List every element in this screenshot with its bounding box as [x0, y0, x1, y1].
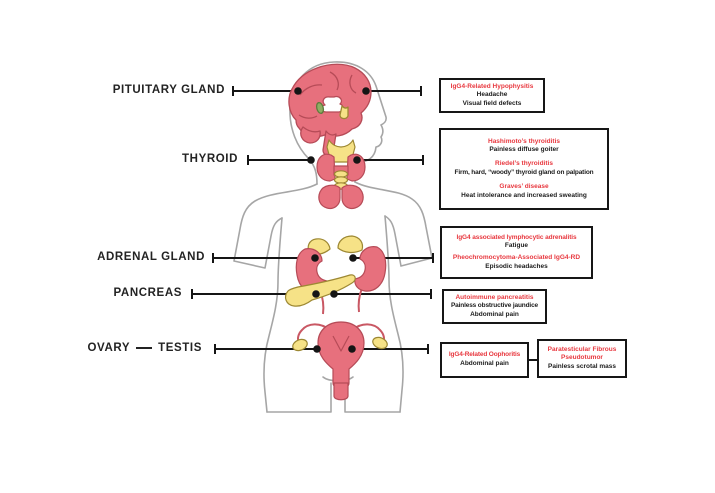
- thyroid-illustration: [316, 139, 366, 210]
- symptom-line: Abdominal pain: [470, 310, 519, 318]
- label-thyroid: THYROID: [182, 153, 238, 165]
- label-pituitary-gland: PITUITARY GLAND: [112, 84, 225, 96]
- condition-title: IgG4 associated lymphocytic adrenalitis: [456, 233, 577, 241]
- condition-entry: Hashimoto’s thyroiditis Painless diffuse…: [488, 138, 560, 155]
- infobox-thyroid: Hashimoto’s thyroiditis Painless diffuse…: [439, 128, 609, 210]
- infobox-adrenal: IgG4 associated lymphocytic adrenalitis …: [440, 226, 593, 279]
- connector-dots: [294, 87, 370, 353]
- condition-title: IgG4-Related Oophoritis: [448, 351, 521, 359]
- infobox-testis: Paratesticular Fibrous Pseudotumor Painl…: [537, 339, 627, 378]
- symptom-line: Heat intolerance and increased sweating: [461, 191, 587, 199]
- symptom-line: Painless scrotal mass: [548, 362, 616, 370]
- ovary-testis-dash: [136, 347, 153, 349]
- condition-title: Riedel’s thyroiditis: [495, 160, 553, 168]
- pituitary-gland-shape: [339, 105, 349, 120]
- condition-entry: IgG4 associated lymphocytic adrenalitis …: [456, 234, 576, 251]
- infobox-ovary: IgG4-Related Oophoritis Abdominal pain: [440, 342, 529, 378]
- left-ovary: [292, 338, 308, 352]
- condition-entry: IgG4-Related Oophoritis Abdominal pain: [449, 351, 520, 368]
- condition-title: Hashimoto’s thyroiditis: [488, 137, 560, 145]
- symptom-line: Fatigue: [504, 242, 529, 250]
- label-ovary: OVARY: [87, 342, 131, 354]
- condition-entry: Autoimmune pancreatitis Painless obstruc…: [451, 294, 538, 320]
- label-pancreas: PANCREAS: [113, 287, 182, 299]
- condition-title: Paratesticular Fibrous Pseudotumor: [547, 345, 617, 362]
- pancreas-illustration: [284, 274, 356, 307]
- label-adrenal-gland: ADRENAL GLAND: [97, 251, 205, 263]
- symptom-line: Episodic headaches: [485, 262, 548, 270]
- label-ovary-testis: OVARY TESTIS: [30, 342, 202, 354]
- condition-title: Pheochromocytoma-Associated IgG4-RD: [452, 254, 581, 262]
- condition-title: IgG4-Related Hypophysitis: [450, 82, 534, 90]
- symptom-line: Abdominal pain: [460, 360, 509, 367]
- body-outline: [233, 61, 433, 413]
- kidneys-adrenals-illustration: [284, 235, 387, 315]
- condition-entry: Pheochromocytoma-Associated IgG4-RD Epis…: [453, 254, 580, 271]
- symptom-line: Visual field defects: [462, 99, 522, 107]
- infobox-pancreas: Autoimmune pancreatitis Painless obstruc…: [442, 289, 547, 324]
- condition-title: Autoimmune pancreatitis: [455, 293, 534, 301]
- pituitary-green-structure: [315, 101, 325, 115]
- right-ovary: [372, 336, 388, 350]
- condition-entry: IgG4-Related Hypophysitis Headache Visua…: [451, 83, 534, 109]
- symptom-line: Painless obstructive jaundice: [450, 302, 539, 310]
- condition-entry: Riedel’s thyroiditis Firm, hard, “woody”…: [455, 160, 594, 177]
- condition-entry: Paratesticular Fibrous Pseudotumor Painl…: [542, 346, 622, 372]
- reproductive-organs-illustration: [292, 321, 388, 401]
- condition-entry: Graves’ disease Heat intolerance and inc…: [461, 183, 587, 200]
- infobox-pituitary: IgG4-Related Hypophysitis Headache Visua…: [439, 78, 545, 113]
- brain-illustration: [288, 63, 372, 157]
- symptom-line: Firm, hard, “woody” thyroid gland on pal…: [454, 168, 594, 176]
- symptom-line: Headache: [476, 91, 508, 99]
- condition-title: Graves’ disease: [499, 183, 549, 191]
- label-testis: TESTIS: [158, 342, 202, 354]
- symptom-line: Painless diffuse goiter: [489, 146, 559, 154]
